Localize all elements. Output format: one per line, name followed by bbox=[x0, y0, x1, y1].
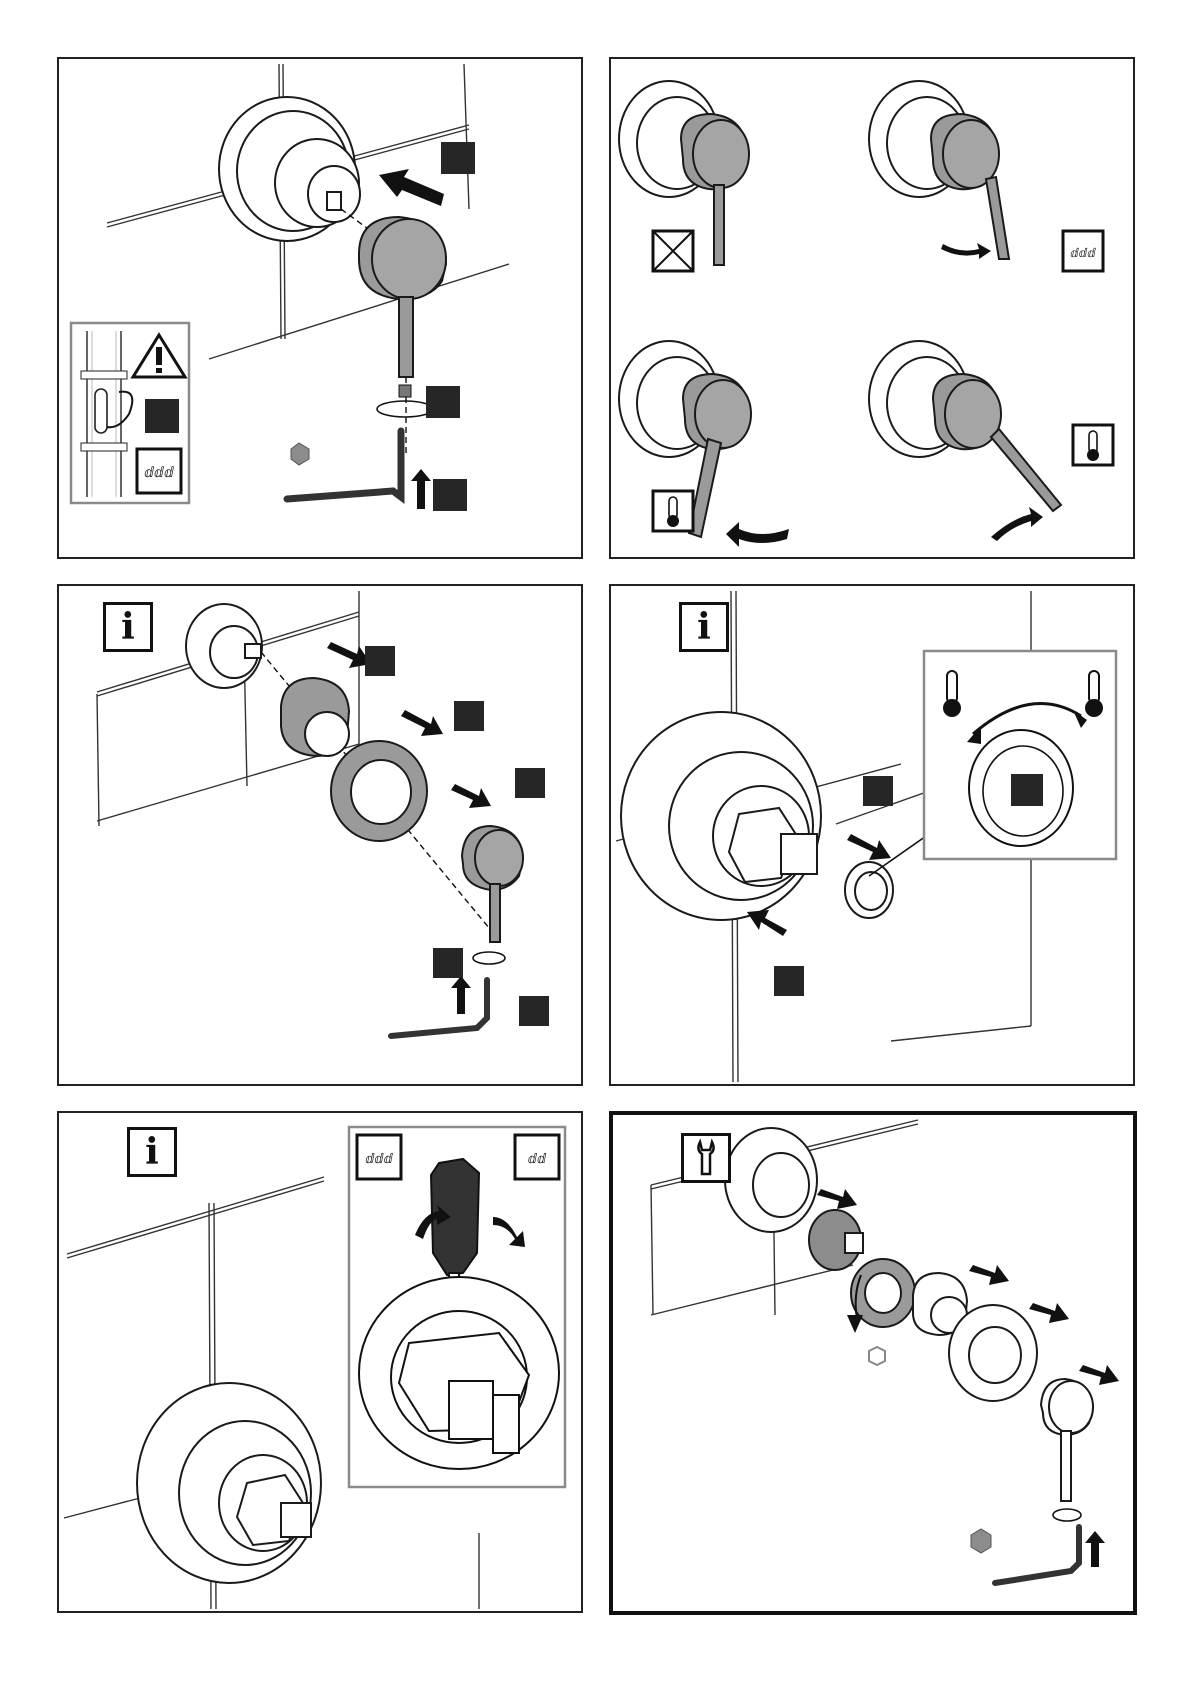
step-marker-1 bbox=[863, 776, 893, 806]
thermometer-hot-icon bbox=[653, 491, 693, 531]
panel-remove-handle: ⅆⅆⅆ bbox=[57, 57, 583, 559]
hex-key-icon bbox=[287, 431, 401, 499]
info-icon: i bbox=[679, 602, 729, 652]
panel-1-illustration: ⅆⅆⅆ bbox=[59, 59, 581, 557]
wrench-icon bbox=[681, 1133, 731, 1183]
step-marker-2 bbox=[426, 386, 460, 418]
hex-key-icon bbox=[869, 1347, 885, 1365]
limiter-ring bbox=[845, 862, 893, 918]
panel-info-temperature: i bbox=[609, 584, 1135, 1086]
info-icon: i bbox=[127, 1127, 177, 1177]
panel-2-illustration: ⅆⅆⅆ bbox=[611, 59, 1133, 557]
step-marker-1 bbox=[441, 142, 475, 174]
handle bbox=[359, 217, 446, 377]
step-marker-2 bbox=[454, 701, 484, 731]
handle bbox=[1041, 1379, 1093, 1501]
water-drops-icon: ⅆⅆ bbox=[515, 1135, 559, 1179]
step-marker-2 bbox=[774, 966, 804, 996]
valve-body bbox=[621, 712, 821, 920]
cover-plate bbox=[219, 97, 360, 241]
panel-6-illustration bbox=[613, 1115, 1133, 1611]
panel-3-illustration bbox=[59, 586, 581, 1084]
step-marker-4 bbox=[145, 399, 179, 433]
push-arrow-icon bbox=[379, 169, 444, 206]
water-off-icon bbox=[653, 231, 693, 271]
panel-maintenance bbox=[609, 1111, 1137, 1615]
step-marker-3 bbox=[433, 479, 467, 511]
mixer-on bbox=[869, 81, 1009, 259]
valve-body bbox=[137, 1383, 321, 1583]
panel-info-disassembly: i bbox=[57, 584, 583, 1086]
water-drops-icon: ⅆⅆⅆ bbox=[357, 1135, 401, 1179]
warning-inset: ⅆⅆⅆ bbox=[71, 323, 189, 503]
water-drops-icon: ⅆⅆⅆ bbox=[1063, 231, 1103, 271]
step-marker-3 bbox=[515, 768, 545, 798]
sleeve bbox=[281, 678, 349, 756]
cover-ring bbox=[949, 1305, 1037, 1401]
cartridge bbox=[809, 1210, 863, 1270]
mixer-cold bbox=[869, 341, 1061, 511]
panel-info-flow-adjustment: ⅆⅆⅆ ⅆⅆ i bbox=[57, 1111, 583, 1613]
handle bbox=[462, 826, 523, 942]
svg-text:ⅆⅆⅆ: ⅆⅆⅆ bbox=[1070, 246, 1096, 260]
thermometer-cold-icon bbox=[1073, 425, 1113, 465]
valve-body bbox=[725, 1128, 817, 1232]
panel-handle-operation: ⅆⅆⅆ bbox=[609, 57, 1135, 559]
hex-key-icon bbox=[995, 1527, 1079, 1583]
info-icon: i bbox=[103, 602, 153, 652]
hex-key-icon bbox=[391, 980, 487, 1036]
step-marker-5 bbox=[519, 996, 549, 1026]
step-marker-4 bbox=[433, 948, 463, 978]
svg-text:ⅆⅆⅆ: ⅆⅆⅆ bbox=[365, 1152, 393, 1167]
valve-body bbox=[186, 604, 262, 688]
cover-ring bbox=[331, 741, 427, 841]
step-marker-1 bbox=[365, 646, 395, 676]
limiter-inset bbox=[924, 651, 1116, 859]
flow-inset: ⅆⅆⅆ ⅆⅆ bbox=[349, 1127, 565, 1487]
step-marker-3 bbox=[1011, 774, 1043, 806]
panel-4-illustration bbox=[611, 586, 1133, 1084]
panel-5-illustration: ⅆⅆⅆ ⅆⅆ bbox=[59, 1113, 581, 1611]
water-drops-icon: ⅆⅆⅆ bbox=[137, 449, 181, 493]
svg-text:ⅆⅆⅆ: ⅆⅆⅆ bbox=[144, 465, 174, 481]
svg-text:ⅆⅆ: ⅆⅆ bbox=[528, 1152, 546, 1167]
